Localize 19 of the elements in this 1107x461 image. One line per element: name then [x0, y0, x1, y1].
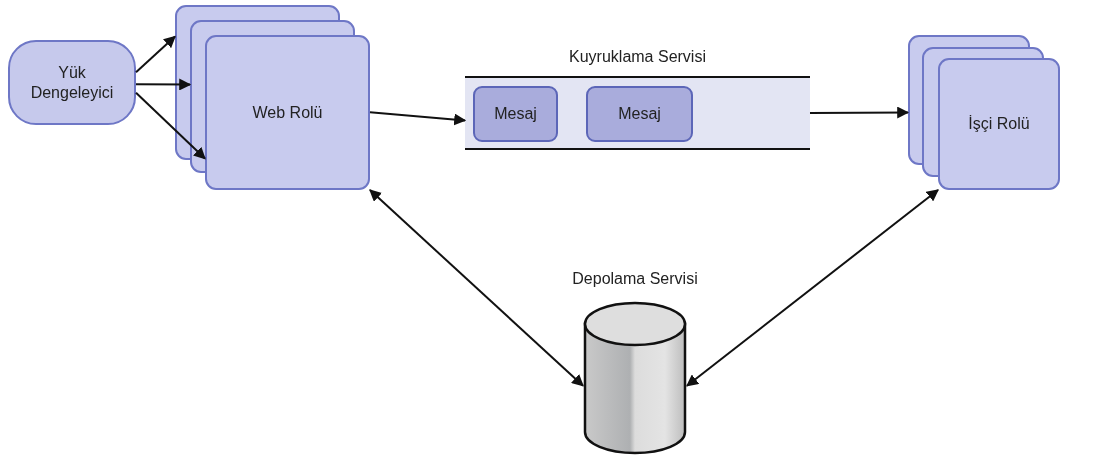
arrow	[686, 189, 939, 387]
load-balancer-box	[8, 40, 136, 125]
arrow	[135, 78, 192, 91]
arrow	[369, 111, 467, 126]
node-label: Web Rolü	[252, 102, 323, 123]
node-label: İşçi Rolü	[968, 114, 1030, 134]
node-label: Mesaj	[494, 104, 537, 124]
arrow	[369, 189, 584, 387]
service-heading: Depolama Servisi	[572, 270, 698, 288]
node-label: Mesaj	[618, 104, 661, 124]
stacked-role-cards	[908, 35, 1060, 190]
message-box	[473, 86, 558, 142]
node-label: Yük Dengeleyici	[29, 63, 115, 102]
message-box	[586, 86, 693, 142]
arrow	[135, 35, 176, 74]
service-heading: Kuyruklama Servisi	[569, 48, 706, 66]
stacked-role-cards	[175, 5, 370, 190]
arrow	[135, 91, 206, 160]
arrow	[809, 106, 910, 119]
